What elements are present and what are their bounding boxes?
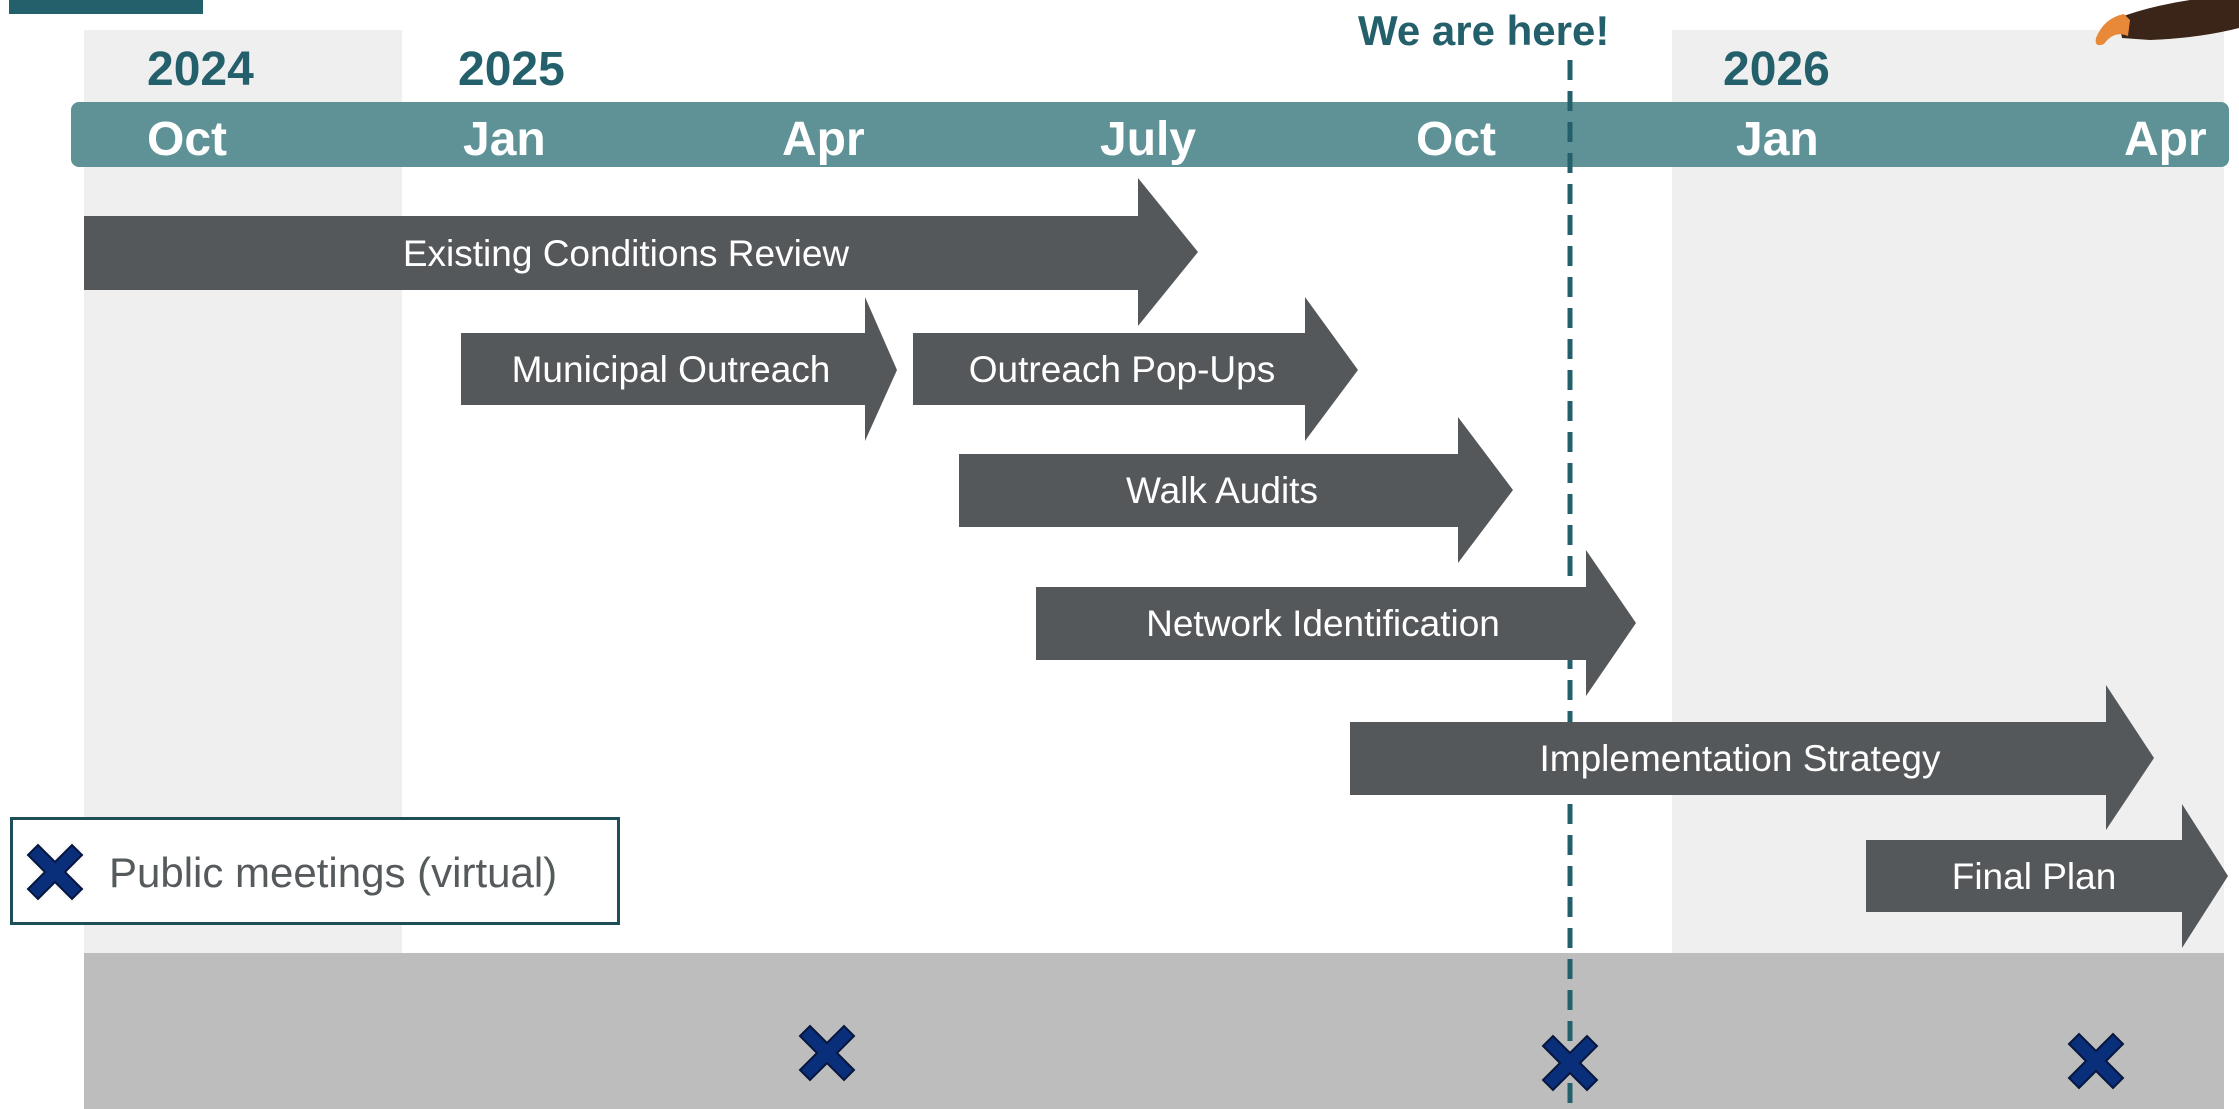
task-label: Walk Audits bbox=[1126, 470, 1318, 511]
month-label: Jan bbox=[463, 113, 546, 166]
year-label-2026: 2026 bbox=[1723, 43, 1830, 96]
task-arrow-outreach-pop-ups: Outreach Pop-Ups bbox=[913, 297, 1358, 441]
legend-label: Public meetings (virtual) bbox=[109, 849, 558, 896]
pointing-hand-icon bbox=[2095, 0, 2239, 46]
task-label: Existing Conditions Review bbox=[403, 233, 850, 274]
task-label: Municipal Outreach bbox=[512, 349, 831, 390]
x-mark-icon bbox=[1541, 1034, 1599, 1092]
task-label: Final Plan bbox=[1952, 856, 2117, 897]
month-label: Apr bbox=[782, 113, 865, 166]
x-mark-icon bbox=[2067, 1032, 2125, 1090]
task-arrow-network-identification: Network Identification bbox=[1036, 550, 1636, 696]
we-are-here-label: We are here! bbox=[1358, 7, 1610, 54]
year-2024-column-shade bbox=[84, 30, 402, 954]
year-label-2024: 2024 bbox=[147, 43, 254, 96]
month-timeline-bar bbox=[71, 102, 2229, 167]
public-meetings-row bbox=[84, 953, 2224, 1109]
month-label: Oct bbox=[1416, 113, 1497, 166]
task-arrow-final-plan: Final Plan bbox=[1866, 804, 2228, 948]
task-arrow-existing-conditions-review: Existing Conditions Review bbox=[84, 178, 1198, 326]
month-label: Jan bbox=[1736, 113, 1819, 166]
x-mark-icon bbox=[26, 843, 84, 901]
task-arrow-municipal-outreach: Municipal Outreach bbox=[461, 297, 897, 441]
task-label: Implementation Strategy bbox=[1539, 738, 1941, 779]
task-arrow-walk-audits: Walk Audits bbox=[959, 417, 1513, 563]
legend-box: Public meetings (virtual) bbox=[10, 817, 620, 925]
year-label-2025: 2025 bbox=[458, 43, 565, 96]
month-label: July bbox=[1100, 113, 1197, 166]
month-label: Oct bbox=[147, 113, 228, 166]
year-2026-column-shade bbox=[1672, 30, 2224, 954]
task-label: Outreach Pop-Ups bbox=[969, 349, 1275, 390]
month-label: Apr bbox=[2124, 113, 2207, 166]
task-label: Network Identification bbox=[1146, 603, 1500, 644]
x-mark-icon bbox=[798, 1024, 856, 1082]
top-accent-bar bbox=[9, 0, 203, 14]
task-arrow-implementation-strategy: Implementation Strategy bbox=[1350, 685, 2154, 830]
